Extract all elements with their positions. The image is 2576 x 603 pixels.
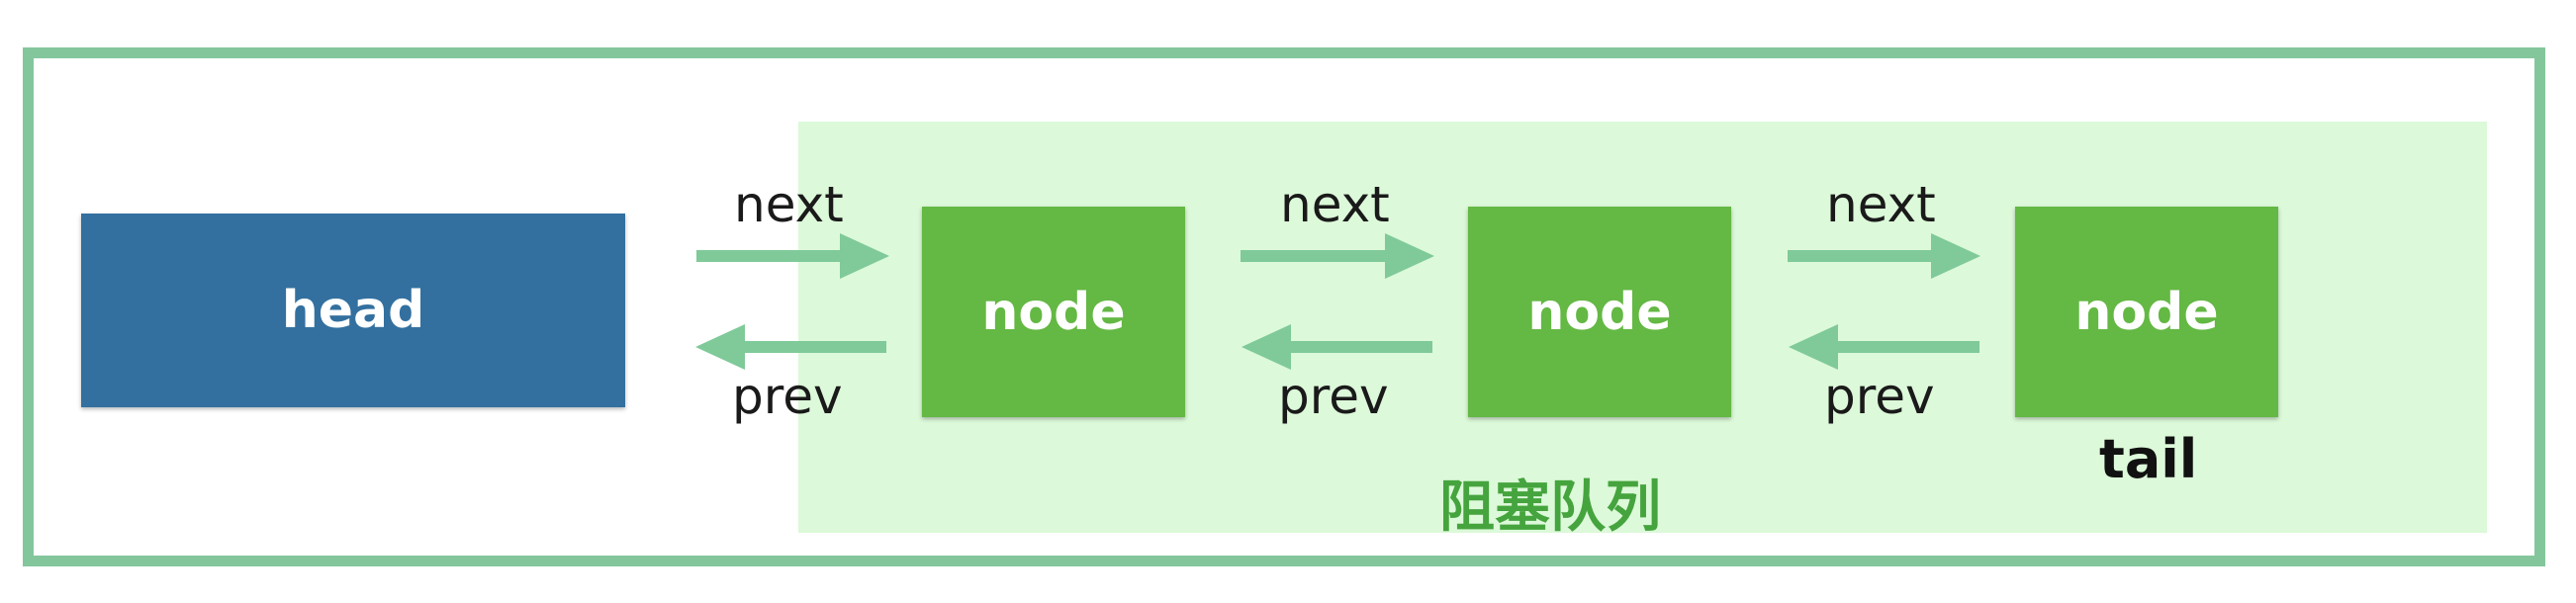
next-label-1: next — [734, 176, 844, 233]
node-box-3: node — [2015, 207, 2278, 417]
prev-arrow-3 — [1789, 324, 1979, 370]
prev-label-2: prev — [1278, 368, 1389, 425]
next-arrow-1 — [696, 233, 889, 279]
node-box-1: node — [922, 207, 1185, 417]
next-label-3: next — [1826, 176, 1936, 233]
next-arrow-2 — [1241, 233, 1434, 279]
head-box: head — [81, 214, 625, 407]
node-label-2: node — [1527, 282, 1672, 342]
prev-arrow-1 — [695, 324, 886, 370]
tail-label: tail — [2099, 428, 2198, 490]
prev-label-3: prev — [1824, 368, 1935, 425]
node-label-3: node — [2074, 282, 2219, 342]
node-label-1: node — [981, 282, 1126, 342]
next-label-2: next — [1280, 176, 1390, 233]
prev-label-1: prev — [732, 368, 843, 425]
node-box-2: node — [1468, 207, 1731, 417]
prev-arrow-2 — [1242, 324, 1432, 370]
next-arrow-3 — [1788, 233, 1980, 279]
blocking-queue-label: 阻塞队列 — [1439, 475, 1661, 540]
head-label: head — [281, 281, 425, 340]
